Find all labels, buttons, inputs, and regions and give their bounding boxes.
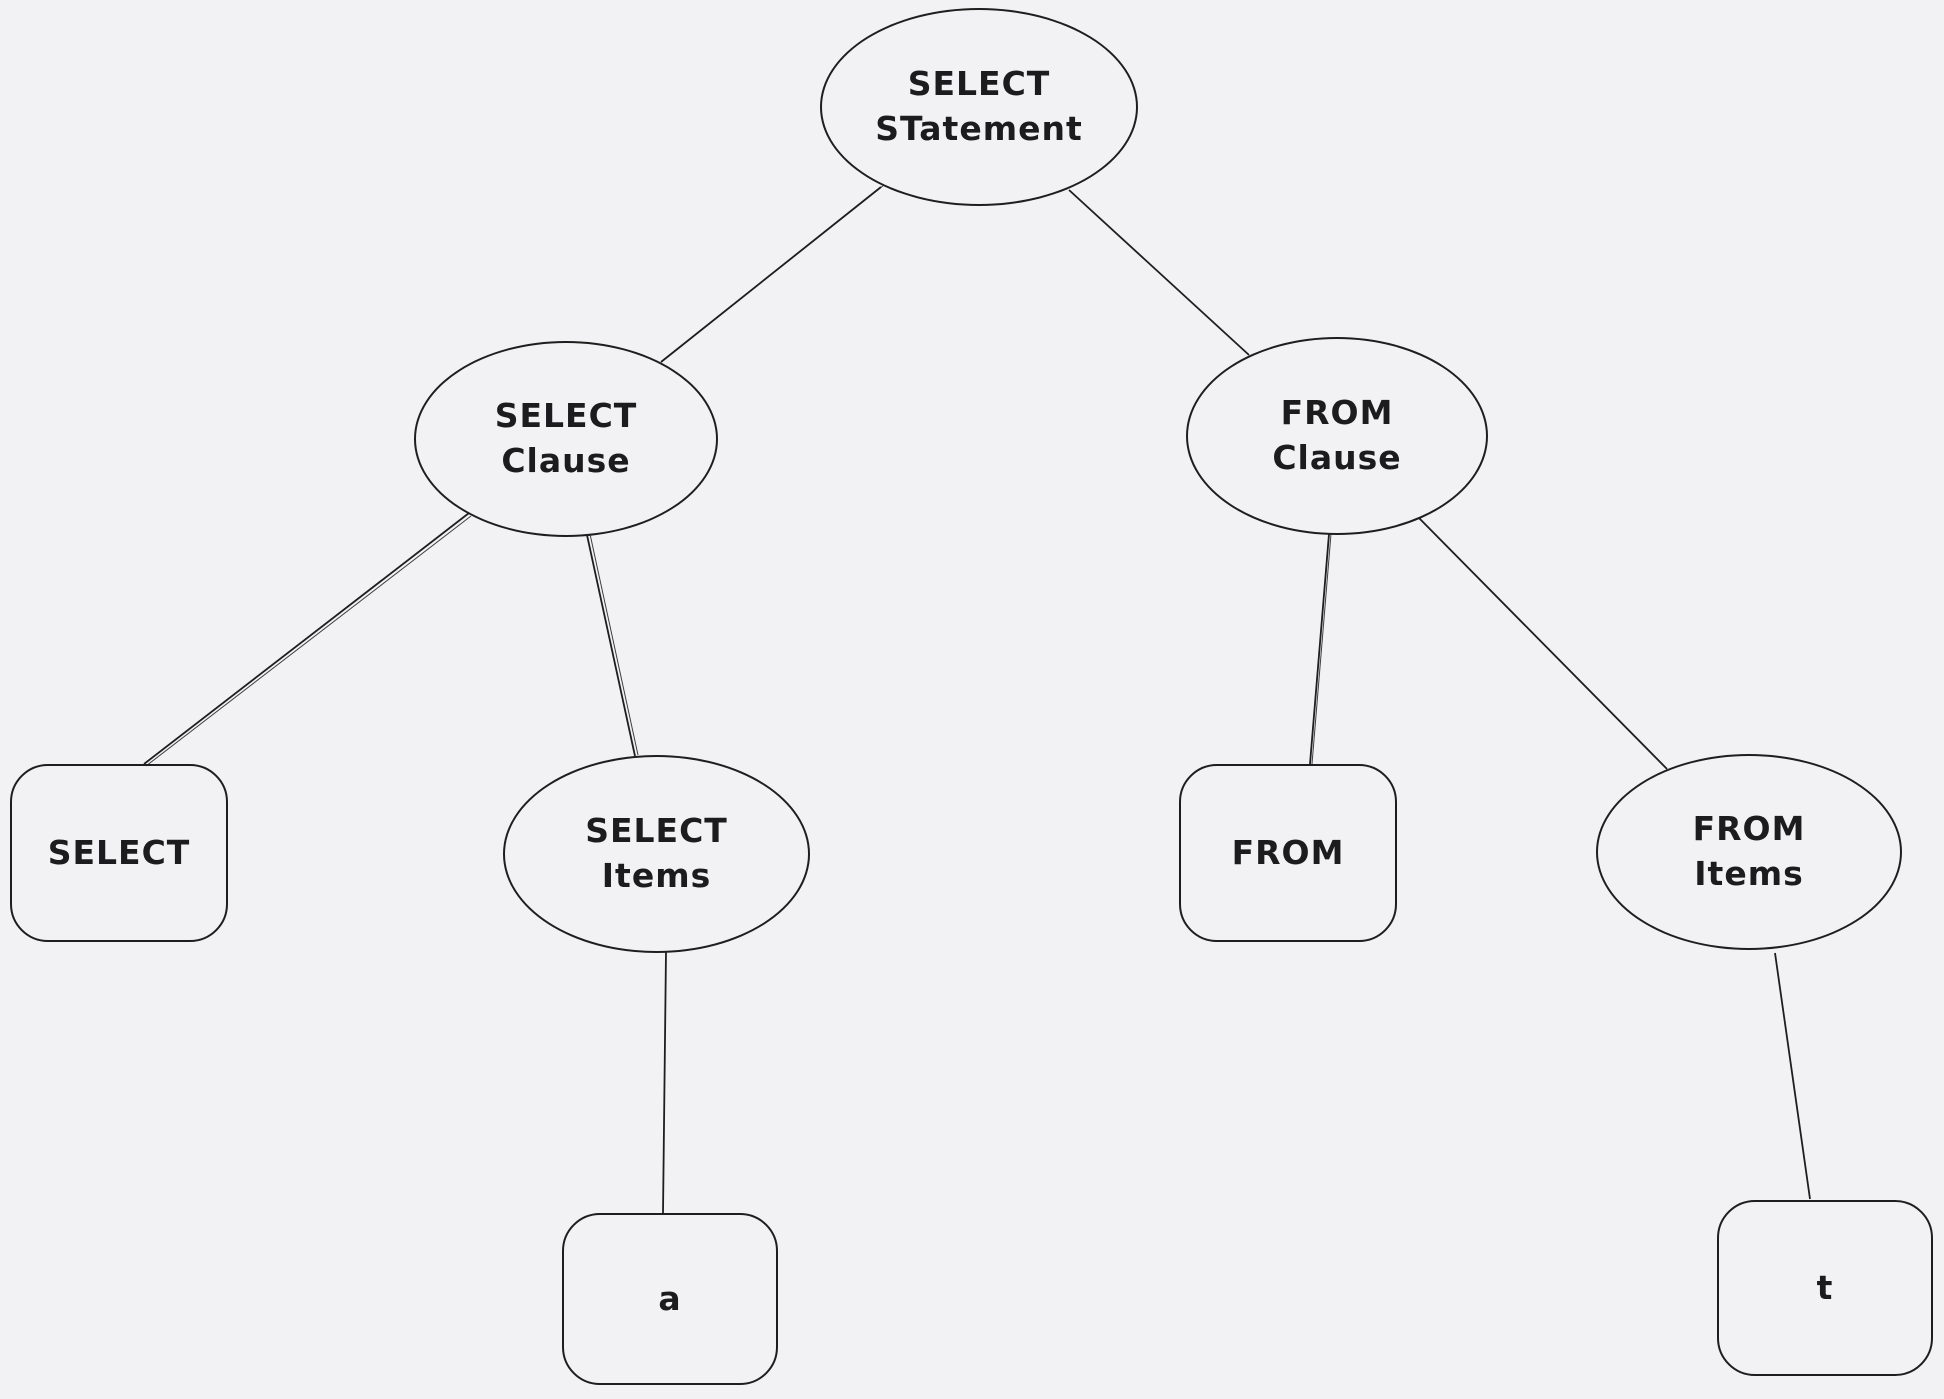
edge-from-clause-to-from-keyword-sketch [1311, 533, 1332, 765]
node-label-line: t [1816, 1267, 1834, 1307]
node-label-line: SELECT [47, 832, 191, 872]
node-select-clause: SELECT Clause [414, 341, 718, 537]
edge-select-clause-to-select-keyword-sketch [145, 515, 472, 767]
node-label-line: SELECT [907, 64, 1051, 104]
node-select-statement: SELECT STatement [820, 8, 1138, 206]
edge-select-clause-to-select-items [586, 534, 636, 757]
node-label-line: a [658, 1278, 682, 1318]
node-select-items: SELECT Items [503, 755, 810, 953]
node-label-line: SELECT [585, 811, 728, 851]
node-select-item-a: a [562, 1213, 778, 1385]
node-from-items: FROM Items [1596, 754, 1902, 950]
node-from-keyword: FROM [1179, 764, 1397, 942]
edge-select-items-to-select-item-a [662, 951, 667, 1214]
node-label-line: FROM [1692, 809, 1806, 849]
edge-select-clause-to-select-items-sketch [589, 533, 639, 756]
edge-select-statement-to-from-clause [1068, 189, 1250, 356]
node-label-line: SELECT [494, 396, 638, 436]
edge-select-statement-to-select-clause [660, 186, 882, 363]
node-label-line: Clause [501, 441, 631, 480]
node-label-line: FROM [1280, 393, 1394, 433]
edge-from-clause-to-from-keyword [1309, 533, 1330, 765]
node-from-clause: FROM Clause [1186, 337, 1488, 535]
node-select-keyword: SELECT [10, 764, 228, 942]
node-label-line: STatement [875, 109, 1083, 148]
node-label-line: Items [601, 856, 712, 895]
edge-from-items-to-from-item-t [1774, 952, 1811, 1200]
node-from-item-t: t [1717, 1200, 1933, 1376]
node-label-line: Clause [1272, 438, 1402, 477]
edge-select-clause-to-select-keyword [143, 512, 470, 765]
node-label-line: FROM [1231, 832, 1345, 872]
edge-select-statement-to-select-clause-sketch [663, 184, 885, 361]
edge-from-clause-to-from-items [1418, 517, 1668, 770]
node-label-line: Items [1694, 854, 1804, 893]
